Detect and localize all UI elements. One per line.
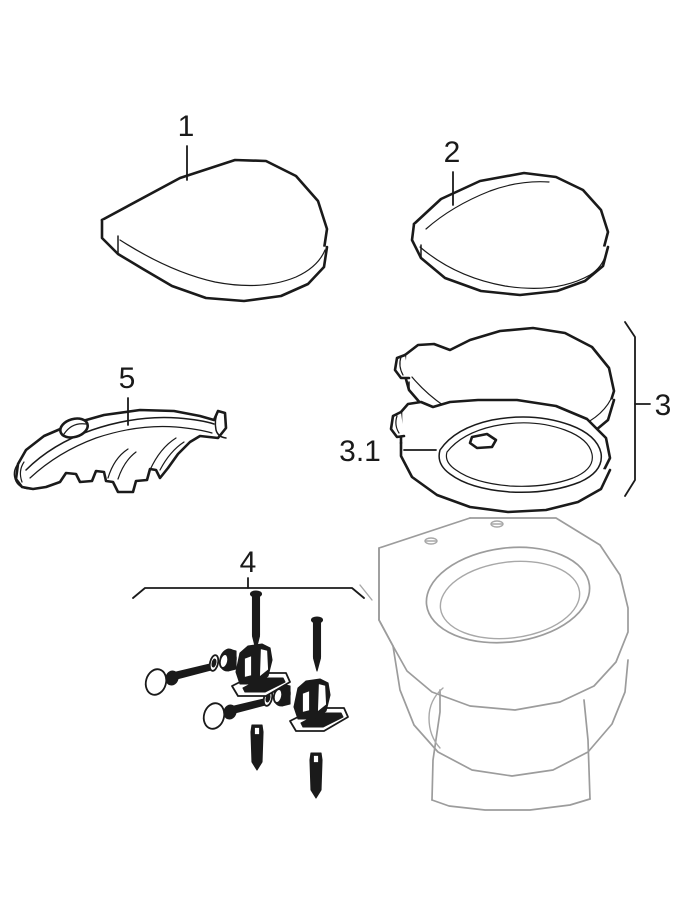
- callout-3-1-label: 3.1: [339, 435, 381, 468]
- hardware-wall-plug-2: [309, 752, 323, 799]
- part-mounting-hardware: [144, 590, 349, 799]
- callout-5-label: 5: [119, 362, 136, 395]
- hardware-bolt-1: [144, 648, 237, 696]
- part-seat-cover-assembly: [389, 326, 616, 514]
- callout-3: 3: [624, 321, 672, 497]
- part-seat-ring: [410, 171, 610, 297]
- hardware-long-screw-1: [249, 590, 263, 651]
- ghost-toilet-bowl: [359, 517, 629, 811]
- callout-2-label: 2: [444, 136, 461, 169]
- callout-3-bracket: [624, 321, 636, 497]
- hardware-hinge-bracket-1: [231, 643, 291, 697]
- part-hinge-cover: [13, 408, 228, 494]
- callout-4-bracket: [132, 587, 365, 599]
- hardware-wall-plug-1: [250, 724, 264, 771]
- callout-1-label: 1: [178, 110, 195, 143]
- hardware-hinge-bracket-2: [289, 678, 349, 732]
- callout-4: 4: [132, 546, 365, 599]
- callout-1: 1: [178, 110, 195, 181]
- callout-3-label: 3: [655, 389, 672, 422]
- callout-5: 5: [119, 362, 136, 426]
- hardware-long-screw-2: [310, 616, 324, 672]
- callout-3-1: 3.1: [339, 435, 437, 468]
- callout-4-label: 4: [240, 546, 257, 579]
- part-lid: [100, 158, 329, 303]
- callout-2: 2: [444, 136, 461, 206]
